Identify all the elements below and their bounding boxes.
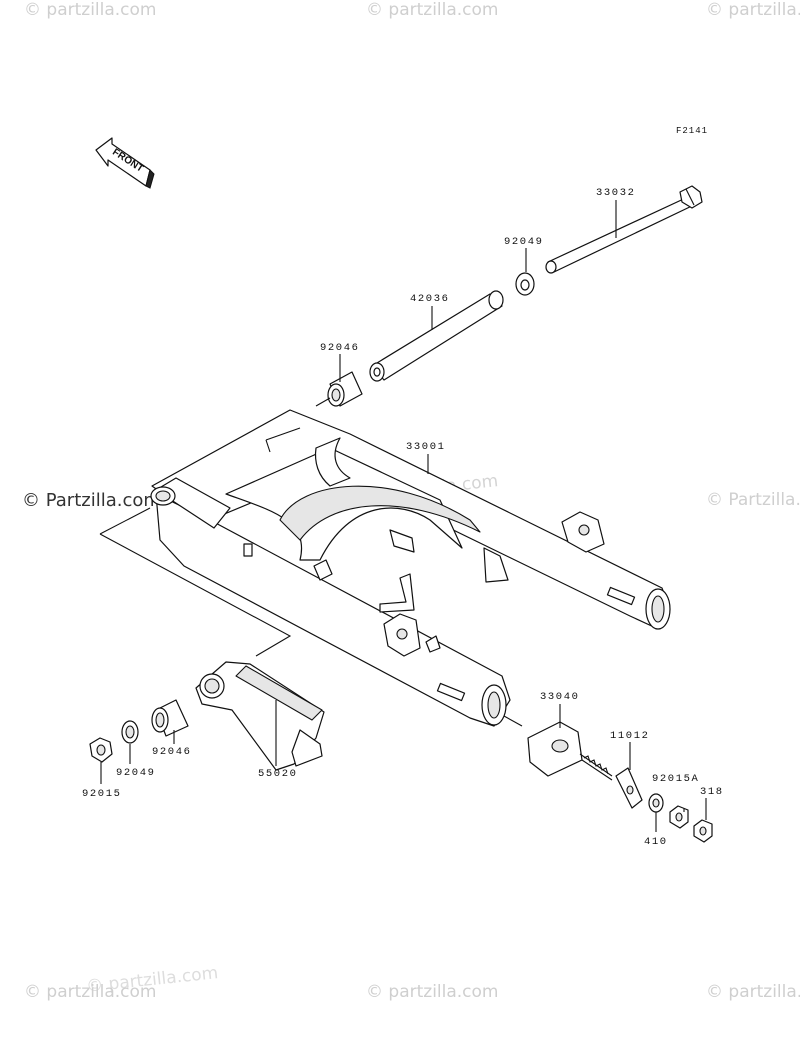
watermark-middle-left: © Partzilla.com: [22, 490, 161, 511]
assembly-line-chain-guide-2: [99, 533, 292, 657]
swingarm-33001: [150, 409, 671, 727]
part-label-42036[interactable]: 42036: [410, 293, 450, 305]
watermark-bottom-right: © partzilla.com: [706, 982, 800, 1002]
sleeve-42036: [369, 290, 504, 382]
leader-lines: [100, 200, 707, 832]
watermark-top-left: © partzilla.com: [24, 0, 157, 20]
watermark-bottom-center: © partzilla.com: [366, 982, 499, 1002]
watermark-middle-right: © Partzilla.com: [706, 490, 800, 510]
chain-adjuster-33040: [527, 721, 613, 781]
bearing-92046-lower: [151, 699, 189, 737]
assembly-line-adjuster: [503, 715, 523, 727]
part-label-92015[interactable]: 92015: [82, 788, 122, 800]
part-label-92049-upper[interactable]: 92049: [504, 236, 544, 248]
watermark-top-center: © partzilla.com: [366, 0, 499, 20]
nut-92015: [89, 737, 113, 763]
part-label-33001[interactable]: 33001: [406, 441, 446, 453]
figure-code: F2141: [676, 126, 709, 136]
assembly-line-chain-guide: [99, 507, 151, 535]
washer-92049-lower: [121, 720, 139, 744]
part-label-92046-upper[interactable]: 92046: [320, 342, 360, 354]
watermark-bottom-left: © partzilla.com: [24, 982, 157, 1002]
part-label-92046-lower[interactable]: 92046: [152, 746, 192, 758]
washer-92049-upper: [515, 272, 535, 296]
part-label-55020[interactable]: 55020: [258, 768, 298, 780]
nut-92015a: [669, 805, 689, 829]
part-label-410[interactable]: 410: [644, 836, 668, 848]
watermark-top-right: © partzilla.com: [706, 0, 800, 20]
part-label-318[interactable]: 318: [700, 786, 724, 798]
part-label-92015a[interactable]: 92015A: [652, 773, 700, 785]
washer-410: [648, 793, 664, 813]
bearing-92046-upper: [315, 371, 363, 407]
front-arrow-icon: FRONT: [95, 137, 155, 189]
chain-guide-55020: [195, 661, 325, 771]
part-label-33040[interactable]: 33040: [540, 691, 580, 703]
part-label-11012[interactable]: 11012: [610, 730, 650, 742]
part-label-33032[interactable]: 33032: [596, 187, 636, 199]
nut-318: [693, 819, 713, 843]
plate-11012: [615, 767, 643, 809]
pivot-shaft-33032: [545, 185, 703, 274]
part-label-92049-lower[interactable]: 92049: [116, 767, 156, 779]
